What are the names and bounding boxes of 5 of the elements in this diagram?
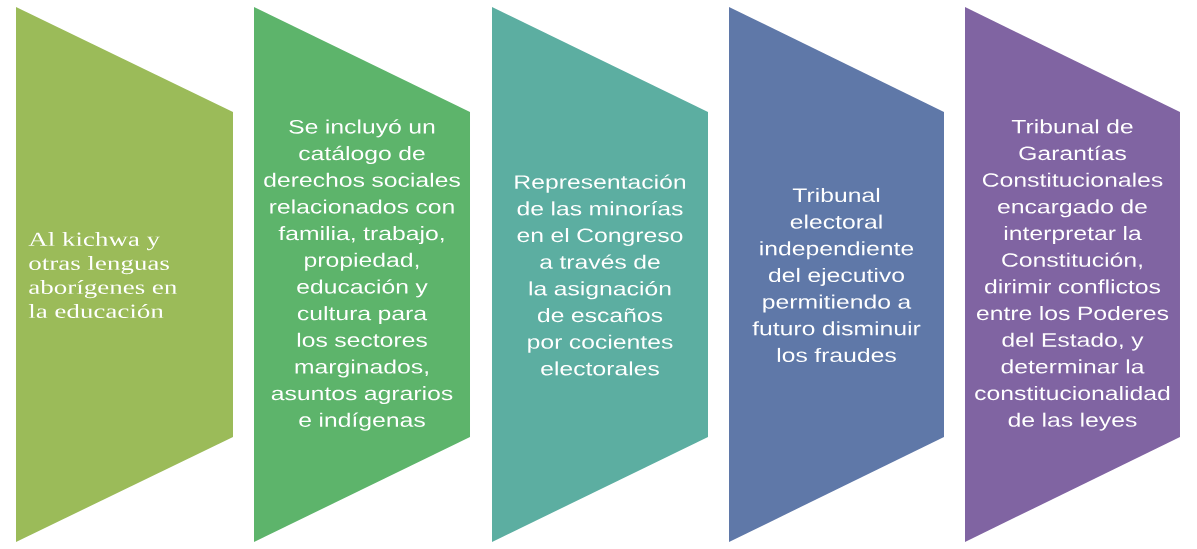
- chevron-step: Al kichwa y otras lenguas aborígenes en la educación: [16, 7, 233, 542]
- chevron-step: Tribunal electoral independiente del ejecutivo permitiendo a futuro disminuir los fraudes: [729, 7, 944, 542]
- chevron-step: Representación de las minorías en el Congreso a través de la asignación de escaños por cocientes electorales: [492, 7, 708, 542]
- chevron-step: Se incluyó un catálogo de derechos sociales relacionados con familia, trabajo, propiedad, educación y cultura para los sectores marginados, asuntos agrarios e indígenas: [254, 7, 470, 542]
- chevron-step: Tribunal de Garantías Constitucionales encargado de interpretar la Constitución, dirimir conflictos entre los Poderes del Estado, y determinar la constitucionalidad de las leyes: [965, 7, 1180, 542]
